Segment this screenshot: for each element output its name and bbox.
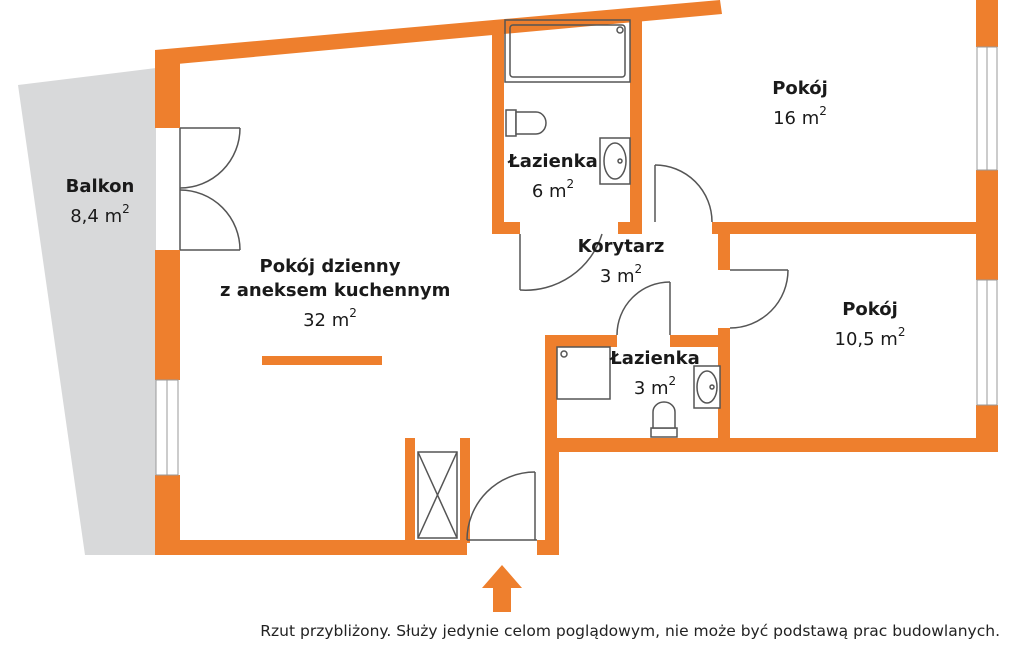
room-label-corridor: Korytarz 3 m2	[566, 235, 676, 289]
bath-small-left-wall	[545, 335, 557, 452]
room-area: 10,5 m	[834, 329, 898, 350]
disclaimer-text: Rzut przybliżony. Służy jedynie celom po…	[260, 622, 1000, 640]
room-name: Łazienka	[610, 348, 700, 369]
bath-top-left-wall	[492, 22, 504, 234]
room-area: 6 m	[531, 181, 567, 202]
area-unit-sup: 2	[122, 202, 130, 216]
room-area: 16 m	[773, 108, 820, 129]
top-wall	[155, 0, 722, 66]
left-wall-mid	[155, 250, 180, 380]
window-lines	[166, 47, 988, 475]
room-divider-wall	[712, 222, 998, 234]
door-room-top	[654, 164, 713, 223]
shaft-wall-right	[460, 438, 470, 543]
room-area: 3 m	[599, 266, 635, 287]
area-unit-sup: 2	[668, 374, 677, 388]
room-label-room-top: Pokój 16 m2	[750, 77, 850, 131]
area-unit-sup: 2	[819, 104, 827, 118]
bath-top-bottom-wall	[492, 222, 520, 234]
shaft-icon	[417, 451, 458, 539]
bottom-wall-left	[155, 540, 467, 555]
left-wall-upper	[155, 50, 180, 128]
room-label-living: Pokój dzienny z aneksem kuchennym 32 m2	[220, 255, 451, 333]
bath-top-right-wall	[630, 12, 642, 224]
room-name: Balkon	[65, 176, 135, 197]
sink-small-icon	[693, 365, 721, 409]
room-area: 8,4 m	[70, 206, 123, 227]
balcony-area	[18, 68, 156, 555]
balcony-door	[179, 127, 241, 251]
bath-small-top-wall	[545, 335, 617, 347]
entrance-door	[466, 471, 537, 541]
room-label-room-right: Pokój 10,5 m2	[815, 298, 925, 352]
room-name: Łazienka	[508, 151, 598, 172]
corridor-right-wall-lower	[718, 328, 730, 452]
right-wall-lower	[976, 405, 998, 452]
right-top-wall	[976, 0, 998, 47]
area-unit-sup: 2	[349, 306, 357, 320]
room-label-bath-top: Łazienka 6 m2	[503, 150, 603, 204]
sink-icon	[599, 137, 631, 185]
room-label-bath-small: Łazienka 3 m2	[605, 347, 705, 401]
shaft-wall-left	[405, 438, 415, 543]
room-name: Korytarz	[577, 236, 665, 257]
bottom-right-wall	[545, 438, 998, 452]
room-label-balkon: Balkon 8,4 m2	[40, 175, 160, 229]
room-name-line2: z aneksem kuchennym	[220, 280, 451, 301]
room-area: 3 m	[633, 378, 669, 399]
door-room-right	[729, 269, 789, 329]
room-name: Pokój	[772, 78, 828, 99]
door-bath-top	[519, 233, 603, 291]
kitchen-counter	[262, 356, 382, 365]
area-unit-sup: 2	[566, 177, 575, 191]
room-area: 32 m	[303, 310, 350, 331]
room-name-line1: Pokój dzienny	[259, 256, 401, 277]
bathtub-icon	[504, 19, 631, 83]
toilet-icon	[505, 109, 547, 137]
walls	[155, 0, 998, 555]
entrance-arrow-icon	[482, 565, 522, 612]
toilet-small-icon	[650, 401, 678, 438]
door-bath-small	[616, 281, 671, 336]
corridor-right-wall-upper	[718, 222, 730, 270]
bath-small-top-wall-2	[670, 335, 730, 347]
bath-top-bottom-wall-2	[618, 222, 642, 234]
area-unit-sup: 2	[634, 262, 643, 276]
shower-icon	[556, 346, 611, 400]
area-unit-sup: 2	[897, 325, 906, 339]
room-name: Pokój	[842, 299, 898, 320]
entrance-right-wall	[545, 445, 559, 545]
